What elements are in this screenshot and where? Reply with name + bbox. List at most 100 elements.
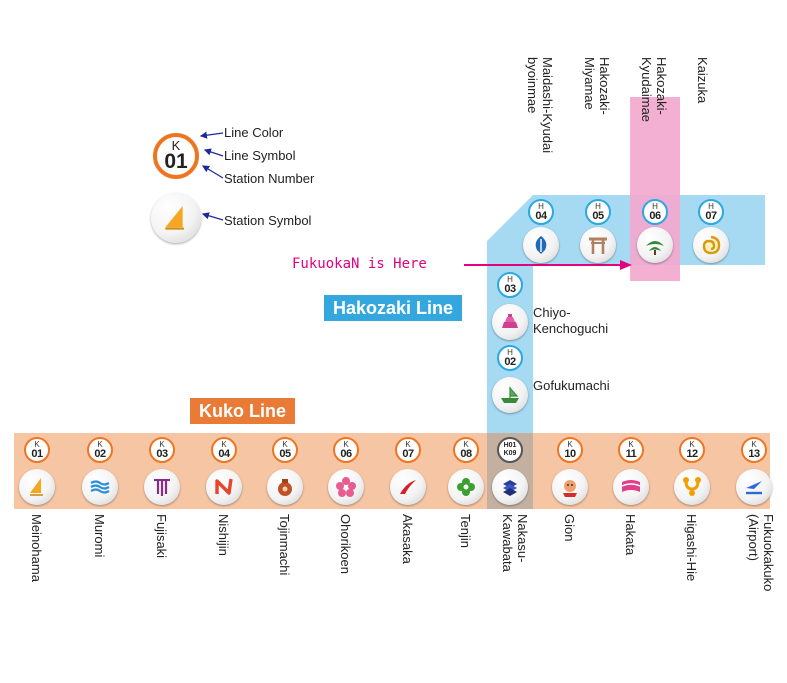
station-symbol[interactable] (736, 469, 772, 505)
transfer-kuko-number: K09 (503, 450, 517, 457)
line-symbol: K (405, 439, 411, 449)
station-name: Hakozaki- Kyudaimae (639, 57, 669, 123)
hie-icon (683, 477, 701, 496)
station-name: Fukuokakuko (Airport) (746, 514, 776, 592)
current-location-arrow (464, 260, 632, 270)
leaf-icon (535, 236, 547, 254)
station-number: 06 (340, 447, 352, 460)
station-name: Tenjin (458, 514, 473, 548)
station-name: Maidashi-Kyudai byoinmae (525, 57, 555, 154)
swoosh-icon (400, 480, 416, 494)
legend-line-color-label: Line Color (224, 125, 284, 140)
station-number: 13 (748, 447, 760, 460)
station-number-badge: H 02 (497, 345, 523, 371)
station-symbol[interactable] (448, 469, 484, 505)
station-number-badge: K 07 (395, 437, 421, 463)
n-icon (215, 478, 233, 495)
station-symbol[interactable] (693, 227, 729, 263)
station-symbol[interactable] (144, 469, 180, 505)
station-symbol[interactable] (613, 469, 649, 505)
legend-station-number-label: Station Number (224, 171, 315, 186)
transfer-station-name: Nakasu- Kawabata (500, 514, 530, 572)
line-symbol: K (689, 439, 695, 449)
line-symbol: K (159, 439, 165, 449)
station-symbol[interactable] (637, 227, 673, 263)
line-symbol: K (463, 439, 469, 449)
legend-line-symbol: K (171, 138, 181, 153)
station-number-badge: K 06 (333, 437, 359, 463)
station-symbol[interactable] (19, 469, 55, 505)
station-symbol[interactable] (492, 304, 528, 340)
line-symbol: K (97, 439, 103, 449)
station-name: Gion (562, 514, 577, 542)
station-number-badge: H 06 (642, 199, 668, 225)
station-number-badge: H 04 (528, 199, 554, 225)
station-symbol[interactable] (328, 469, 364, 505)
station-name: Gofukumachi (533, 378, 610, 393)
station-number-badge: K 05 (272, 437, 298, 463)
station-symbol[interactable] (580, 227, 616, 263)
line-symbol: K (343, 439, 349, 449)
station-number: 05 (279, 447, 291, 460)
station-number: 08 (460, 447, 472, 460)
station-number: 04 (535, 209, 547, 222)
station-number: 03 (504, 282, 516, 295)
line-symbol: K (34, 439, 40, 449)
station-symbol[interactable] (552, 469, 588, 505)
station-number: 10 (564, 447, 576, 460)
sail-icon (165, 206, 184, 230)
transfer-station-number: H01 K09 (497, 437, 523, 463)
station-symbol[interactable] (492, 377, 528, 413)
shell-icon (702, 235, 721, 255)
station-number: 07 (705, 209, 717, 222)
hakata-icon (621, 480, 641, 492)
station-number-badge: K 11 (618, 437, 644, 463)
flower-icon (457, 478, 475, 496)
station-symbol[interactable] (390, 469, 426, 505)
river-icon (90, 480, 110, 494)
line-symbol: H (708, 201, 714, 211)
castle-icon (502, 314, 518, 328)
station-number-badge: K 13 (741, 437, 767, 463)
station-symbol[interactable] (82, 469, 118, 505)
station-name: Chiyo- Kenchoguchi (533, 305, 609, 336)
line-symbol: K (282, 439, 288, 449)
legend-station-symbol (151, 193, 201, 243)
station-number-badge: H 07 (698, 199, 724, 225)
line-symbol: K (567, 439, 573, 449)
current-location-label: FukuokaN is Here (292, 256, 427, 272)
station-number: 01 (31, 447, 43, 460)
line-symbol: H (507, 274, 513, 284)
station-symbol[interactable] (206, 469, 242, 505)
pot-icon (278, 479, 292, 496)
transfer-station-symbol[interactable] (492, 469, 528, 505)
station-name: Akasaka (400, 514, 415, 564)
airport-icon (746, 481, 762, 495)
station-symbol[interactable] (674, 469, 710, 505)
station-name: Ohorikoen (338, 514, 353, 574)
station-number-badge: K 01 (24, 437, 50, 463)
gion-icon (563, 480, 577, 497)
line-symbol: K (221, 439, 227, 449)
ship-icon (501, 386, 519, 403)
station-number-badge: H 05 (585, 199, 611, 225)
station-symbol[interactable] (523, 227, 559, 263)
station-name: Meinohama (29, 514, 44, 582)
kuko-line-title: Kuko Line (190, 398, 296, 424)
station-number-badge: K 03 (149, 437, 175, 463)
station-name: Higashi-Hie (684, 514, 699, 582)
legend-line-symbol-label: Line Symbol (224, 148, 296, 163)
station-name: Hakata (623, 514, 638, 556)
station-symbol[interactable] (267, 469, 303, 505)
station-number: 11 (625, 447, 637, 460)
station-number: 02 (94, 447, 106, 460)
station-name: Hakozaki- Miyamae (582, 57, 612, 115)
line-symbol: H (507, 347, 513, 357)
wisteria-icon (154, 479, 170, 496)
line-symbol: H (652, 201, 658, 211)
station-name: Tojinmachi (277, 514, 292, 576)
station-number-badge: K 04 (211, 437, 237, 463)
station-number-badge: K 10 (557, 437, 583, 463)
line-symbol: H (538, 201, 544, 211)
hakozaki-line-title: Hakozaki Line (324, 295, 463, 321)
